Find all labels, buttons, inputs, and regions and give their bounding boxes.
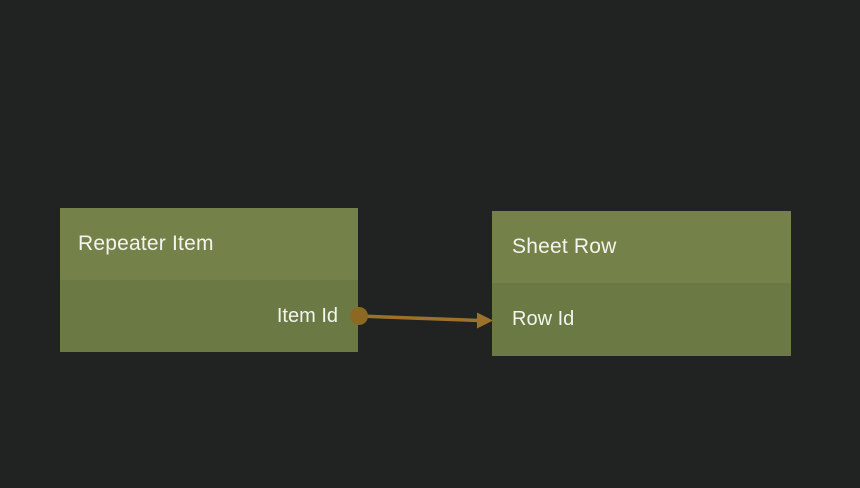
node-repeater-item[interactable]: Repeater Item Item Id: [60, 208, 358, 352]
node-sheet-row-title: Sheet Row: [512, 235, 617, 258]
node-repeater-item-header[interactable]: Repeater Item: [60, 208, 358, 280]
connection-source-port-dot[interactable]: [350, 307, 368, 325]
node-sheet-row-body: Row Id: [492, 283, 791, 356]
field-row-id[interactable]: Row Id: [492, 283, 791, 356]
field-row-id-label: Row Id: [512, 308, 575, 330]
node-sheet-row[interactable]: Sheet Row Row Id: [492, 211, 791, 356]
field-item-id[interactable]: Item Id: [60, 280, 358, 352]
field-item-id-label: Item Id: [276, 304, 338, 327]
node-repeater-item-body: Item Id: [60, 280, 358, 352]
node-repeater-item-title: Repeater Item: [78, 232, 214, 255]
connection-arrowhead-icon: [477, 312, 493, 329]
node-sheet-row-header[interactable]: Sheet Row: [492, 211, 791, 283]
connection-line[interactable]: [358, 314, 481, 323]
